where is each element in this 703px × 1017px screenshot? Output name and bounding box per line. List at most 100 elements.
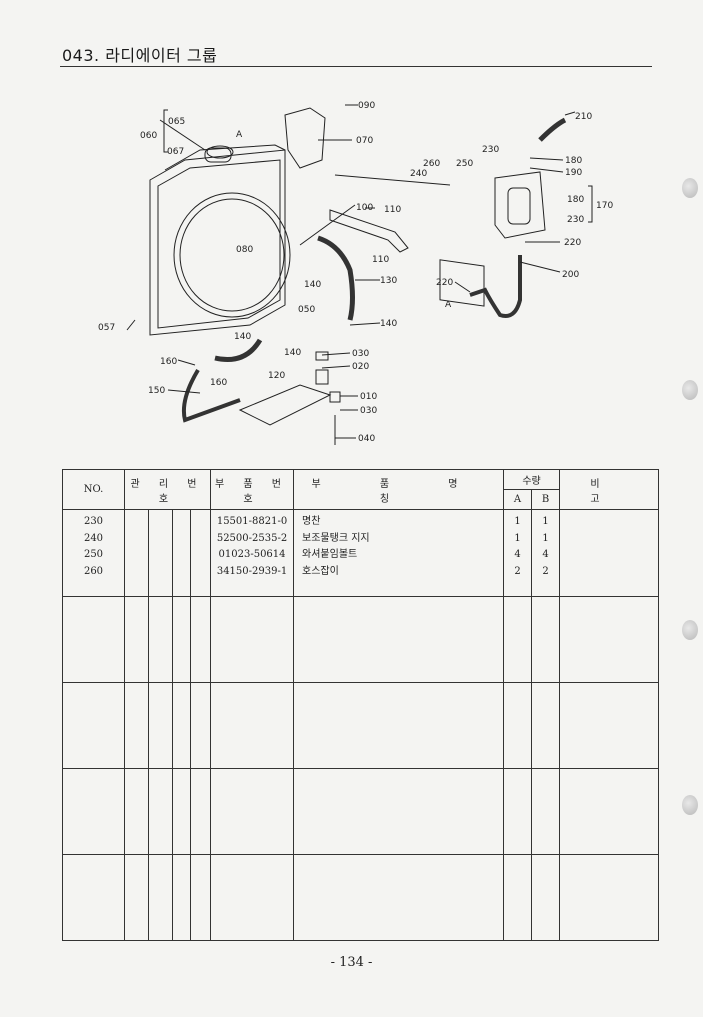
lower-hose xyxy=(214,338,263,362)
header-part-name: 부 품 명 칭 xyxy=(293,469,505,510)
empty-cell xyxy=(503,682,533,769)
empty-cell xyxy=(531,682,561,769)
empty-cell xyxy=(148,682,173,769)
callout-label: 110 xyxy=(372,255,389,265)
empty-cell xyxy=(124,768,149,855)
tank-cap-hose xyxy=(538,117,567,142)
punch-hole xyxy=(682,620,698,640)
tank-bracket xyxy=(439,259,485,307)
callout-label: 060 xyxy=(140,131,157,141)
header-part-no: 부 품 번 호 xyxy=(210,469,295,510)
row-part-name: 명찬 xyxy=(302,516,321,527)
empty-cell xyxy=(531,596,561,683)
empty-cell xyxy=(293,768,505,855)
part-no-column: 15501-8821-0 52500-2535-2 01023-50614 34… xyxy=(210,509,295,597)
row-no: 250 xyxy=(83,549,104,560)
callout-label: 230 xyxy=(482,145,499,155)
callout-label: 240 xyxy=(410,169,427,179)
row-part-no: 34150-2939-1 xyxy=(216,565,288,577)
callout-label: 020 xyxy=(352,362,369,372)
remarks-cell xyxy=(559,509,660,597)
callout-label: 260 xyxy=(423,159,440,169)
empty-cell xyxy=(189,854,212,941)
row-part-name: 호스잡이 xyxy=(302,565,339,577)
callout-label: 065 xyxy=(168,117,185,127)
row-part-no: 52500-2535-2 xyxy=(216,532,288,544)
callout-label: 130 xyxy=(380,276,397,286)
empty-cell xyxy=(503,768,533,855)
empty-cell xyxy=(62,682,125,769)
callout-label: 110 xyxy=(384,205,401,215)
row-qty-a: 1 xyxy=(514,532,521,544)
empty-cell xyxy=(189,682,212,769)
row-part-no: 01023-50614 xyxy=(218,549,286,560)
callout-label: 080 xyxy=(236,245,253,255)
row-no: 240 xyxy=(83,532,104,544)
header-remarks: 비 고 xyxy=(559,469,660,510)
empty-cell xyxy=(189,596,212,683)
empty-cell xyxy=(293,596,505,683)
header-quantity: 수량 xyxy=(503,469,561,490)
callout-label: 030 xyxy=(352,349,369,359)
callout-label: 150 xyxy=(148,386,165,396)
callout-label: 140 xyxy=(284,348,301,358)
empty-cell xyxy=(531,768,561,855)
callout-label: 057 xyxy=(98,323,115,333)
header-qty-a: A xyxy=(503,489,533,510)
empty-cell xyxy=(172,682,191,769)
row-part-name: 와셔붙임볼트 xyxy=(302,549,358,560)
stay-bracket xyxy=(329,209,409,253)
empty-cell xyxy=(531,854,561,941)
empty-cell xyxy=(210,682,295,769)
empty-cell xyxy=(172,596,191,683)
overflow-hose xyxy=(469,255,522,318)
callout-label: 160 xyxy=(160,357,177,367)
callout-label: 180 xyxy=(567,195,584,205)
row-qty-a: 1 xyxy=(514,516,521,527)
empty-cell xyxy=(503,596,533,683)
callout-label: 070 xyxy=(356,136,373,146)
reserve-tank xyxy=(494,171,546,239)
title-divider xyxy=(60,66,652,67)
callout-label: 250 xyxy=(456,159,473,169)
empty-cell xyxy=(503,854,533,941)
mgmt-cell xyxy=(124,509,149,597)
callout-label: 160 xyxy=(210,378,227,388)
page-number: - 134 - xyxy=(330,955,373,970)
page-title: 043. 라디에이터 그룹 xyxy=(62,46,218,65)
row-qty-b: 1 xyxy=(542,532,549,544)
callout-label: 180 xyxy=(565,156,582,166)
callout-label: 050 xyxy=(298,305,315,315)
callout-label: 090 xyxy=(358,101,375,111)
header-no: NO. xyxy=(62,469,125,510)
fan-shroud-ring xyxy=(173,192,291,318)
callout-label: 140 xyxy=(234,332,251,342)
empty-cell xyxy=(148,854,173,941)
row-no: 230 xyxy=(83,516,104,527)
callout-label: 230 xyxy=(567,215,584,225)
qty-b-column: 1 1 4 2 xyxy=(531,509,561,597)
mgmt-cell xyxy=(189,509,212,597)
row-part-no: 15501-8821-0 xyxy=(216,516,288,527)
punch-hole xyxy=(682,380,698,400)
radiator-core xyxy=(149,149,286,336)
callout-label: 030 xyxy=(360,406,377,416)
punch-hole xyxy=(682,178,698,198)
callout-label: 140 xyxy=(380,319,397,329)
callout-label: 170 xyxy=(596,201,613,211)
header-management-no: 관 리 번 호 xyxy=(123,469,212,510)
callout-label: 210 xyxy=(575,112,592,122)
empty-cell xyxy=(293,682,505,769)
empty-cell xyxy=(124,854,149,941)
qty-a-column: 1 1 4 2 xyxy=(503,509,533,597)
callout-label: 120 xyxy=(268,371,285,381)
callout-label: A xyxy=(445,300,452,310)
mgmt-cell xyxy=(172,509,191,597)
lower-mount xyxy=(238,384,332,426)
part-name-column: 명찬 보조물탱크 지지 와셔붙임볼트 호스잡이 xyxy=(293,509,505,597)
empty-cell xyxy=(172,854,191,941)
punch-hole xyxy=(682,795,698,815)
drain-hose xyxy=(181,368,241,423)
row-qty-b: 1 xyxy=(542,516,549,527)
empty-cell xyxy=(293,854,505,941)
